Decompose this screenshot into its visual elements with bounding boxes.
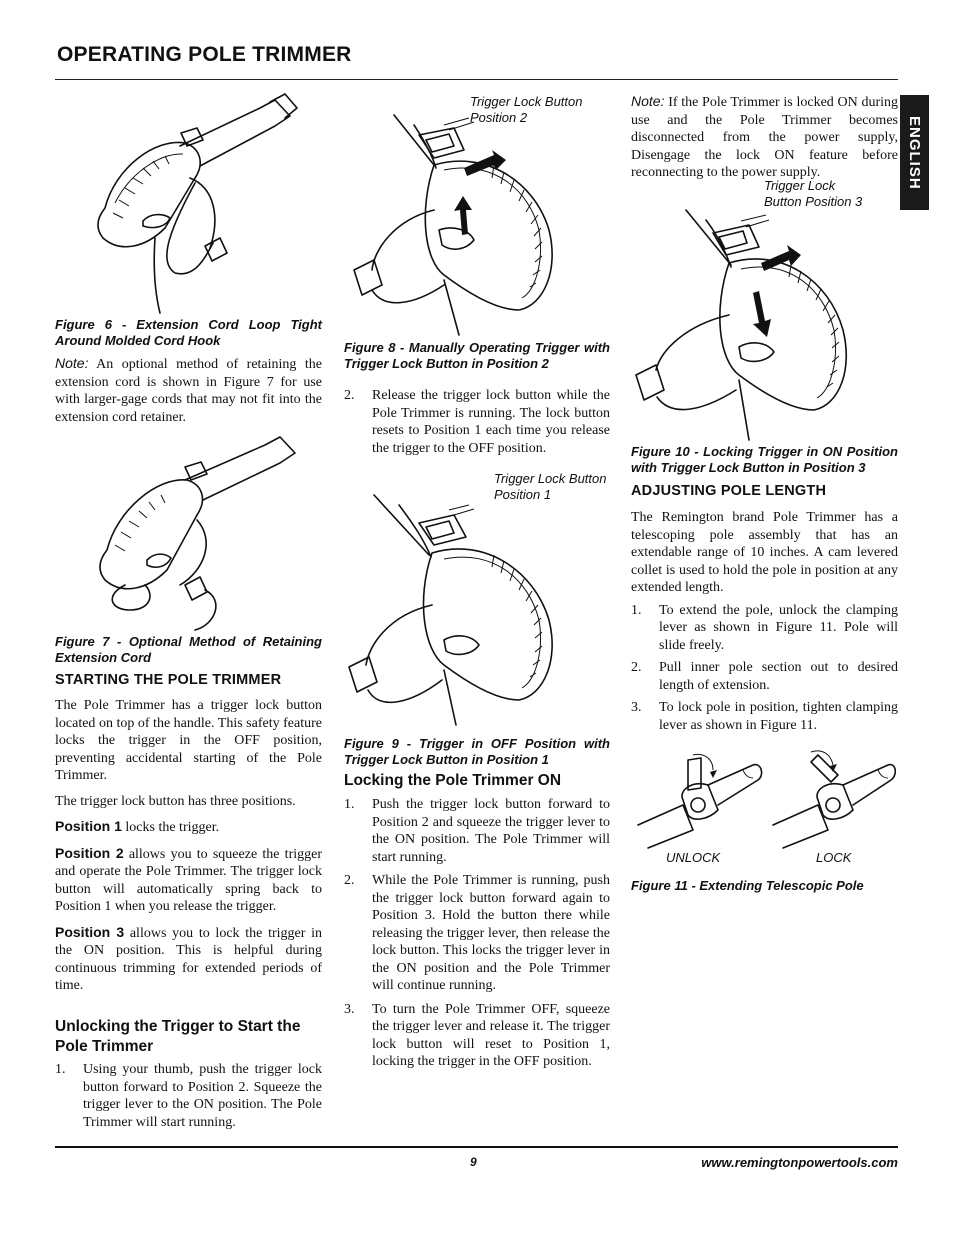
starting-para-2: The trigger lock button has three positi… bbox=[55, 793, 296, 809]
footer-url[interactable]: www.remingtonpowertools.com bbox=[701, 1155, 898, 1170]
figure-6-illustration bbox=[97, 93, 298, 314]
list-number: 3. bbox=[631, 700, 642, 715]
list-item: 1. To extend the pole, unlock the clampi… bbox=[631, 602, 898, 655]
figure-9-label: Trigger Lock Button Position 1 bbox=[494, 471, 607, 502]
position-2-text: allows you to squeeze the trigger and op… bbox=[55, 846, 322, 915]
note-block-col1: Note: An optional method of retaining th… bbox=[55, 355, 322, 426]
list-number: 1. bbox=[344, 797, 355, 812]
figure-9-illustration bbox=[348, 494, 553, 726]
list-item: 3. To turn the Pole Trimmer OFF, squeeze… bbox=[344, 1001, 610, 1071]
list-text: While the Pole Trimmer is running, push … bbox=[372, 873, 610, 993]
page-number: 9 bbox=[470, 1155, 477, 1169]
starting-para-1: The Pole Trimmer has a trigger lock butt… bbox=[55, 698, 322, 783]
list-item: 2. Release the trigger lock button while… bbox=[344, 387, 610, 457]
list-item: 3. To lock pole in position, tighten cla… bbox=[631, 699, 898, 734]
list-text: Release the trigger lock button while th… bbox=[372, 388, 610, 456]
list-text: Using your thumb, push the trigger lock … bbox=[83, 1062, 322, 1130]
locking-heading: Locking the Pole Trimmer ON bbox=[344, 772, 562, 789]
figure-10-illustration bbox=[635, 209, 847, 441]
note-text: An optional method of retaining the exte… bbox=[55, 357, 322, 425]
position-3-label: Position 3 bbox=[55, 923, 125, 940]
list-text: To lock pole in position, tighten clampi… bbox=[659, 700, 898, 733]
list-text: Push the trigger lock button forward to … bbox=[372, 797, 610, 865]
figure-7-illustration bbox=[99, 436, 296, 631]
footer-rule bbox=[55, 1146, 898, 1148]
figure-7-caption: Figure 7 - Optional Method of Retaining … bbox=[55, 634, 322, 665]
figure-6-caption: Figure 6 - Extension Cord Loop Tight Aro… bbox=[55, 317, 322, 348]
note-block-col3: Note: If the Pole Trimmer is locked ON d… bbox=[631, 93, 898, 182]
list-number: 2. bbox=[344, 873, 355, 888]
list-number: 1. bbox=[55, 1062, 66, 1077]
page-title: OPERATING POLE TRIMMER bbox=[57, 43, 352, 66]
language-tab: ENGLISH bbox=[900, 95, 929, 210]
list-item: 1. Using your thumb, push the trigger lo… bbox=[55, 1061, 322, 1131]
list-text: To turn the Pole Trimmer OFF, squeeze th… bbox=[372, 1001, 610, 1070]
header-rule bbox=[55, 79, 898, 80]
starting-section: The Pole Trimmer has a trigger lock butt… bbox=[55, 697, 322, 995]
figure-10-caption: Figure 10 - Locking Trigger in ON Positi… bbox=[631, 444, 898, 475]
position-1-text: locks the trigger. bbox=[121, 820, 220, 835]
note-label: Note: bbox=[55, 355, 89, 371]
note-text: If the Pole Trimmer is locked ON during … bbox=[631, 95, 898, 180]
figure-8-label: Trigger Lock Button Position 2 bbox=[470, 94, 583, 125]
locking-steps: 1. Push the trigger lock button forward … bbox=[344, 796, 610, 1071]
position-2-label: Position 2 bbox=[55, 844, 124, 861]
list-number: 1. bbox=[631, 602, 642, 618]
note-label: Note: bbox=[631, 93, 665, 109]
adjust-heading: ADJUSTING POLE LENGTH bbox=[631, 483, 827, 499]
adjust-section: The Remington brand Pole Trimmer has a t… bbox=[631, 509, 898, 734]
figure-11-unlock-label: UNLOCK bbox=[666, 850, 721, 865]
list-item: 1. Push the trigger lock button forward … bbox=[344, 796, 610, 866]
position-1-label: Position 1 bbox=[55, 818, 122, 834]
figure-10-label: Trigger Lock Button Position 3 bbox=[764, 178, 863, 209]
list-text: Pull inner pole section out to desired l… bbox=[659, 660, 898, 693]
unlock-steps: 1. Using your thumb, push the trigger lo… bbox=[55, 1061, 322, 1131]
figure-9-caption: Figure 9 - Trigger in OFF Position with … bbox=[344, 736, 610, 767]
unlock-heading: Unlocking the Trigger to Start the Pole … bbox=[55, 1018, 301, 1055]
list-item: 2. While the Pole Trimmer is running, pu… bbox=[344, 872, 610, 995]
unlock-step-2: 2. Release the trigger lock button while… bbox=[344, 387, 610, 457]
figure-11-illustration bbox=[637, 750, 897, 849]
list-item: 2. Pull inner pole section out to desire… bbox=[631, 659, 898, 694]
list-number: 3. bbox=[344, 1001, 355, 1017]
list-text: To extend the pole, unlock the clamping … bbox=[659, 602, 898, 653]
adjust-para: The Remington brand Pole Trimmer has a t… bbox=[631, 510, 898, 595]
figure-11-caption: Figure 11 - Extending Telescopic Pole bbox=[631, 878, 864, 893]
figure-11-lock-label: LOCK bbox=[816, 850, 852, 865]
figure-8-illustration bbox=[353, 114, 553, 336]
list-number: 2. bbox=[631, 660, 642, 675]
starting-heading: STARTING THE POLE TRIMMER bbox=[55, 672, 282, 688]
figure-8-caption: Figure 8 - Manually Operating Trigger wi… bbox=[344, 340, 610, 371]
list-number: 2. bbox=[344, 388, 355, 403]
position-3-text: allows you to lock the trigger in the ON… bbox=[55, 925, 322, 994]
